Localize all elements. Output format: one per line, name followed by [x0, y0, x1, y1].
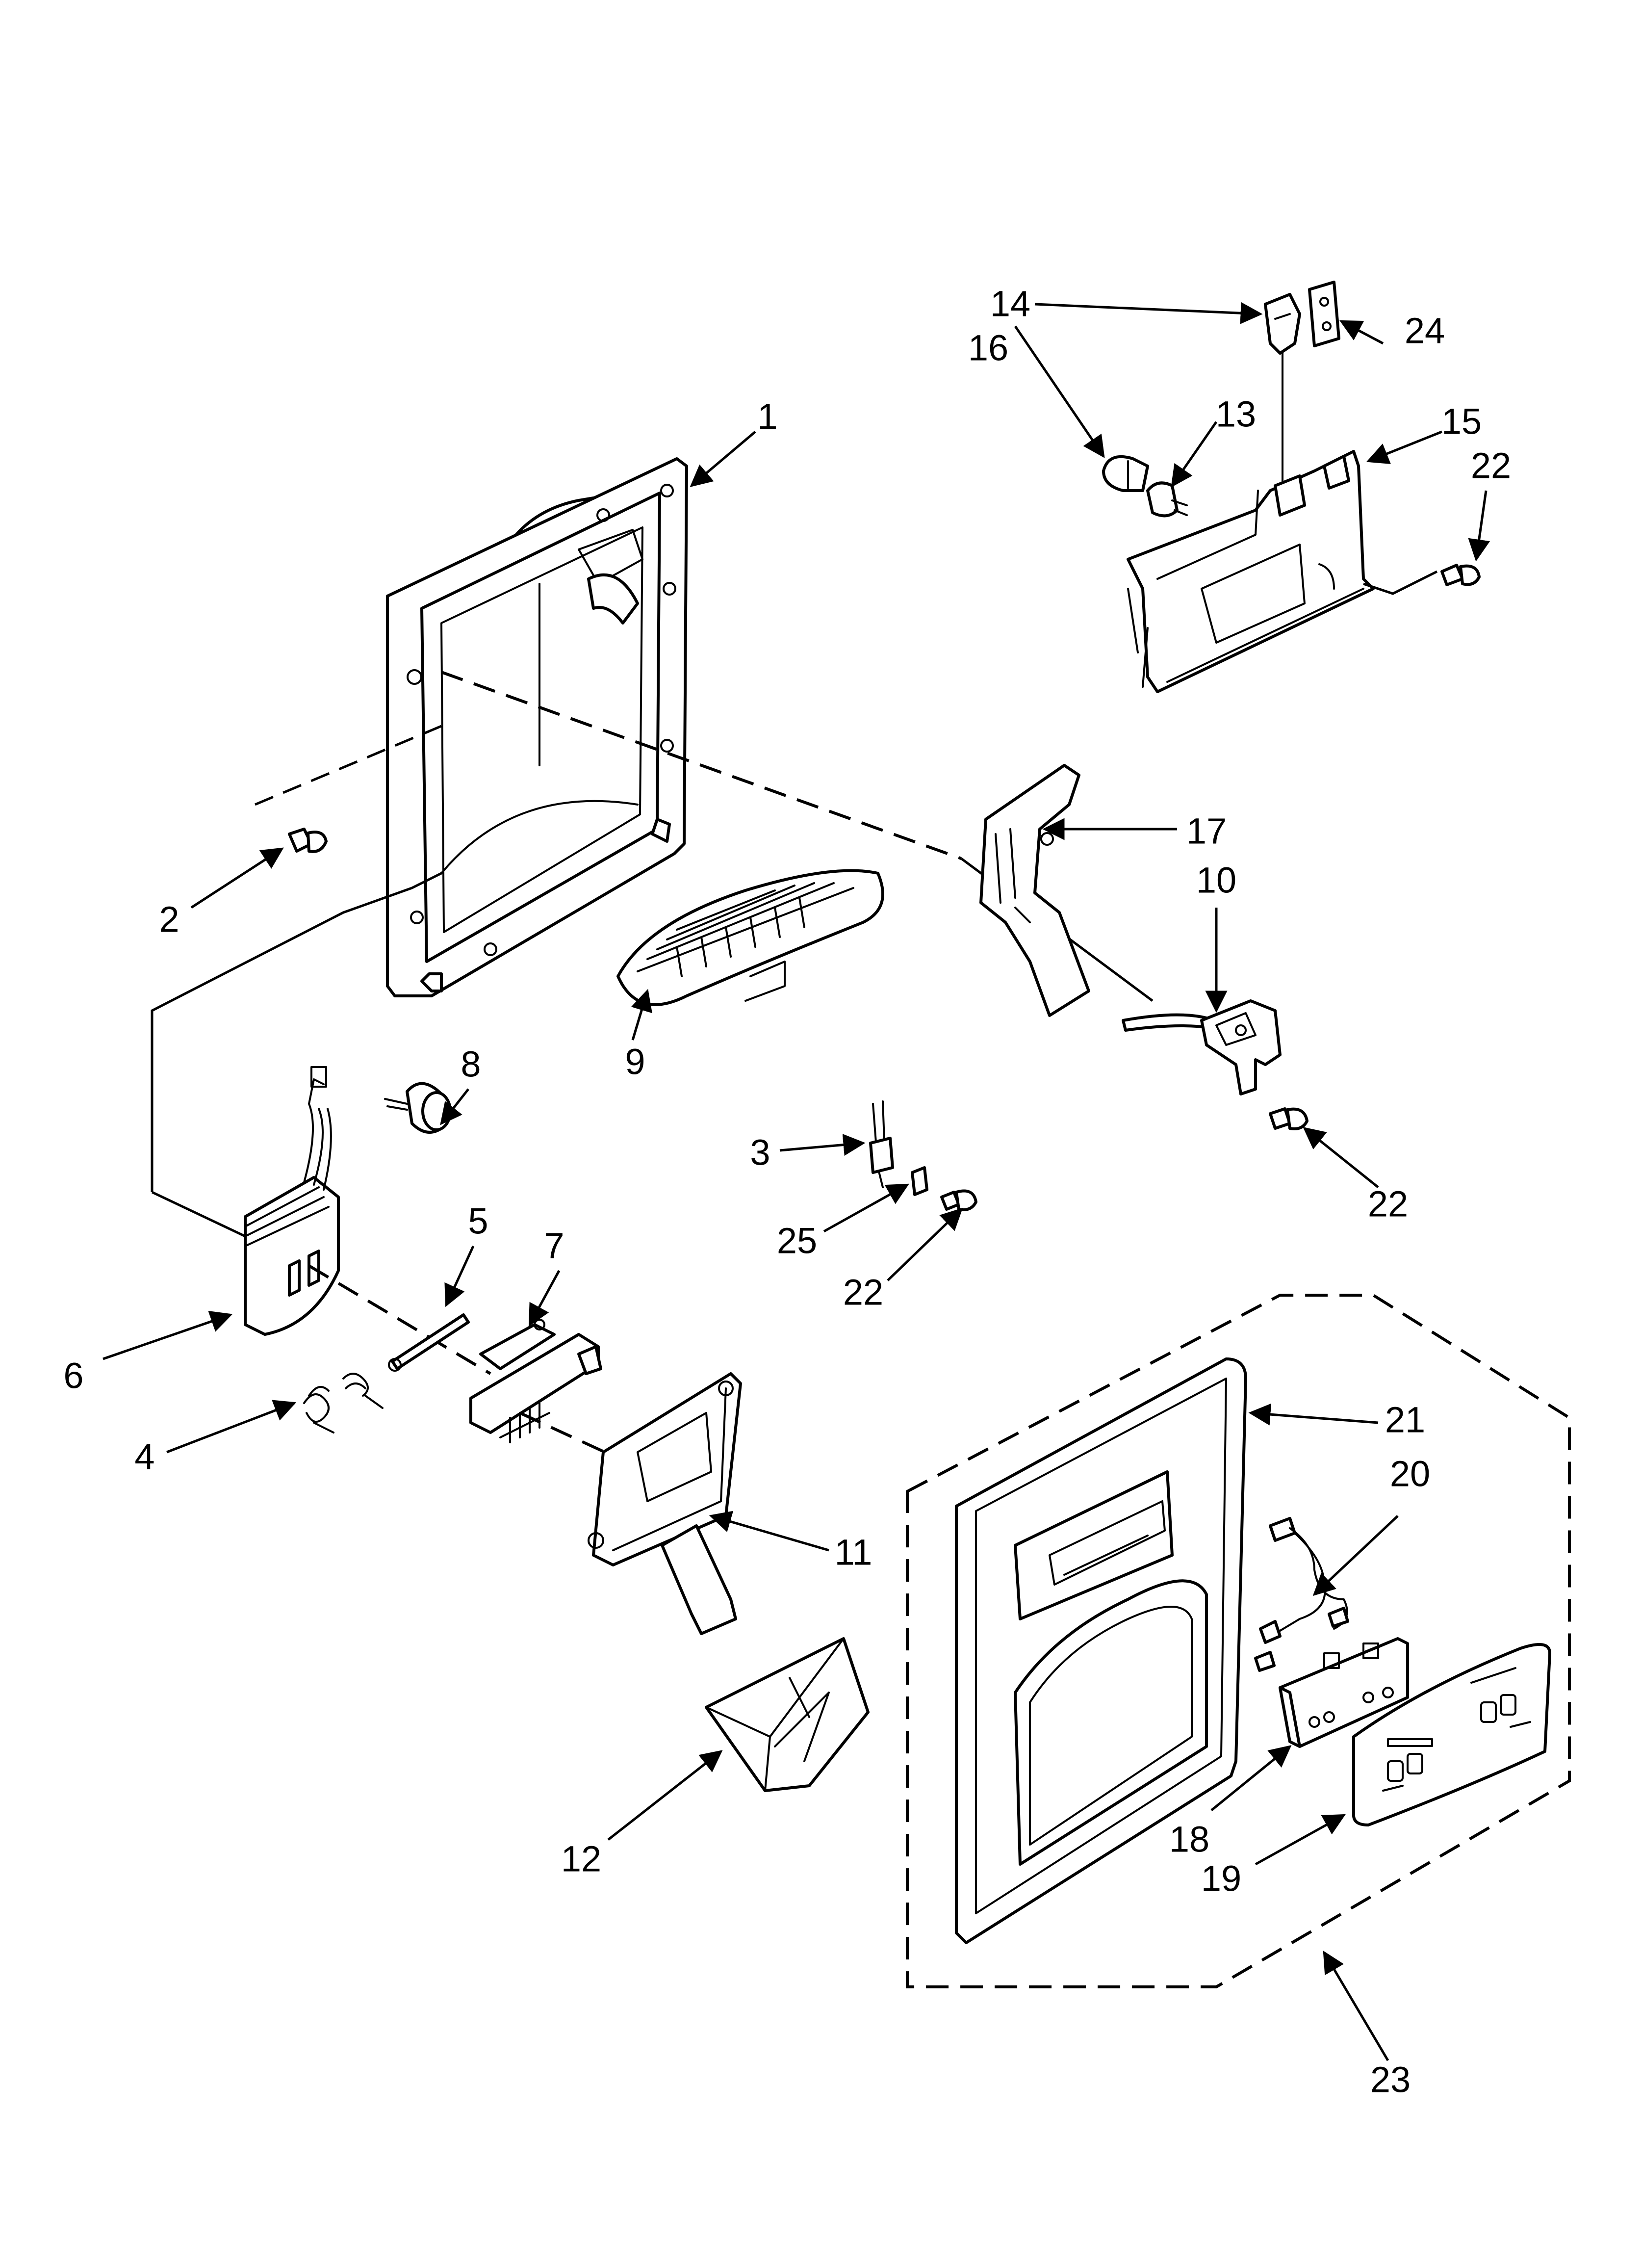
part-22-screw-c: [1440, 564, 1481, 586]
part-17-paddle: [979, 764, 1090, 1017]
part-18-control-board: [1279, 1637, 1409, 1748]
callout-4: 4: [134, 1436, 154, 1477]
part-20-wiring: [1254, 1517, 1349, 1672]
part-22-screw-b: [1269, 1107, 1308, 1130]
part-13-socket: [1146, 481, 1188, 518]
part-15-bracket: [1127, 352, 1438, 693]
callout-2: 2: [159, 899, 179, 940]
callout-10: 10: [1196, 860, 1236, 901]
callout-3: 3: [750, 1132, 770, 1173]
callout-19: 19: [1201, 1858, 1241, 1899]
part-5-pin: [388, 1313, 470, 1372]
part-24-insulator: [1308, 281, 1340, 347]
callout-6: 6: [63, 1356, 83, 1396]
leader-arrows: [103, 302, 1490, 2061]
callout-18: 18: [1169, 1819, 1209, 1860]
callout-25: 25: [777, 1221, 817, 1261]
callout-15: 15: [1441, 401, 1482, 442]
callout-23: 23: [1370, 2059, 1411, 2100]
callout-1: 1: [757, 396, 777, 437]
part-9-drip-tray: [616, 869, 884, 1006]
callout-22-c: 22: [843, 1272, 883, 1313]
part-2-screw: [255, 725, 442, 853]
callout-12: 12: [561, 1839, 601, 1879]
callout-21: 21: [1385, 1400, 1425, 1440]
callout-11: 11: [835, 1532, 872, 1573]
callout-24: 24: [1405, 311, 1445, 351]
part-11-chute-flap: [588, 1372, 742, 1635]
part-10-actuator-arm: [1122, 999, 1282, 1095]
callout-14: 14: [990, 284, 1030, 324]
callout-16: 16: [968, 328, 1008, 368]
part-25-plate: [911, 1166, 928, 1196]
part-22-screw-a: [940, 1189, 977, 1211]
part-8-motor-cap: [384, 1082, 452, 1134]
part-14-switch: [1264, 293, 1301, 355]
callout-7: 7: [544, 1225, 564, 1266]
part-6-switch-box: [244, 1066, 340, 1336]
callout-13: 13: [1216, 394, 1256, 435]
part-19-overlay: [1352, 1643, 1551, 1826]
part-23-front-assembly: [906, 1294, 1571, 1988]
callout-8: 8: [461, 1044, 481, 1085]
part-4-springs: [303, 1373, 384, 1434]
callout-20: 20: [1390, 1454, 1430, 1494]
callout-17: 17: [1186, 811, 1227, 852]
callout-22-a: 22: [1471, 445, 1511, 486]
callout-9: 9: [625, 1042, 645, 1082]
part-3-spring-clip: [869, 1100, 894, 1188]
callout-labels: 1 2 3 4 5 6 7 8 9 10 11 12 13 14 15 16 1…: [63, 284, 1511, 2100]
part-16-bulb: [1102, 455, 1149, 492]
callout-22-b: 22: [1368, 1184, 1408, 1225]
part-1-housing: [386, 457, 688, 997]
part-7-lever: [469, 1319, 602, 1443]
part-12-chute-cup: [705, 1637, 870, 1792]
callout-5: 5: [468, 1201, 488, 1242]
